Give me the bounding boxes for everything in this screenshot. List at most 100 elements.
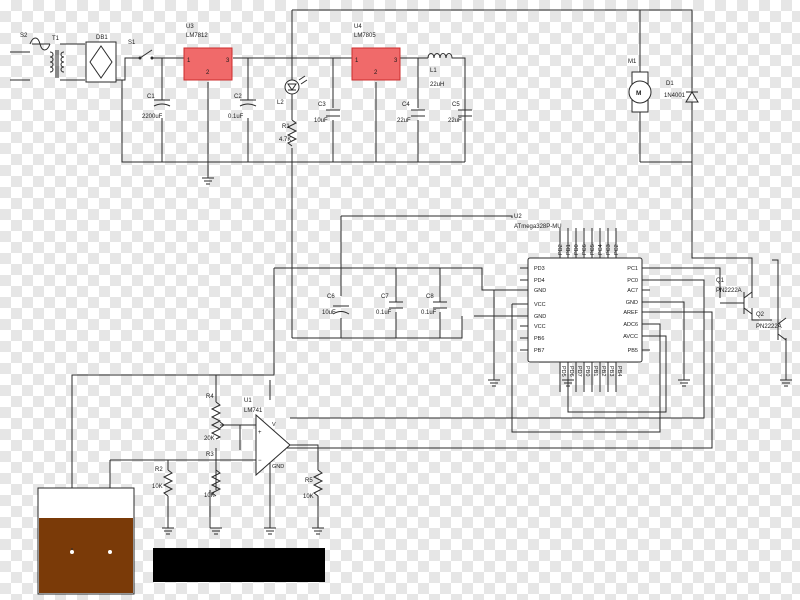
- black-bar: [153, 548, 325, 582]
- svg-text:PC0: PC0: [627, 278, 638, 284]
- svg-text:M1: M1: [628, 59, 637, 65]
- svg-text:C6: C6: [327, 294, 335, 300]
- svg-text:−: −: [258, 458, 262, 464]
- svg-text:10K: 10K: [152, 484, 163, 490]
- svg-text:3: 3: [394, 58, 398, 64]
- svg-text:C4: C4: [402, 102, 410, 108]
- bridge-rectifier-db1: DB1: [85, 35, 117, 83]
- svg-text:10K: 10K: [303, 494, 314, 500]
- svg-text:R4: R4: [206, 394, 214, 400]
- svg-text:U3: U3: [186, 24, 194, 30]
- resistor-r3: R3 10K: [204, 452, 222, 499]
- svg-text:U4: U4: [354, 24, 362, 30]
- capacitor-c6: C6 10uF: [322, 294, 350, 316]
- motor-m1: M M1: [628, 59, 652, 113]
- svg-text:PD3: PD3: [534, 266, 545, 272]
- svg-text:PB4: PB4: [616, 366, 622, 376]
- svg-text:0.1uF: 0.1uF: [228, 114, 244, 120]
- svg-text:22uF: 22uF: [448, 118, 462, 124]
- svg-text:AREF: AREF: [623, 310, 638, 316]
- liquid-tank: [37, 487, 135, 595]
- svg-text:PD1: PD1: [566, 244, 572, 255]
- svg-text:VCC: VCC: [534, 302, 546, 308]
- svg-text:10K: 10K: [204, 493, 215, 499]
- transistor-q1: Q1 PN2222A: [716, 278, 753, 315]
- svg-text:R2: R2: [155, 467, 163, 473]
- u2-top-pin-labels: PD2 PD1 PD0 PC6 PC5 PC4 PC3 PC2: [558, 244, 620, 255]
- led-l2: L2: [277, 75, 308, 106]
- svg-text:PB7: PB7: [534, 348, 544, 354]
- u2-pin-stubs: [520, 228, 650, 392]
- svg-text:L1: L1: [430, 68, 437, 74]
- probe-left: [70, 550, 74, 554]
- svg-text:S1: S1: [128, 40, 136, 46]
- svg-text:2200uF: 2200uF: [142, 114, 163, 120]
- svg-text:C1: C1: [147, 94, 155, 100]
- capacitor-c1: C1 2200uF: [142, 94, 171, 120]
- regulator-u3: U3 LM7812 1 2 3: [183, 24, 233, 81]
- svg-text:PB0: PB0: [584, 366, 590, 376]
- svg-text:D1: D1: [666, 81, 674, 87]
- svg-text:1: 1: [355, 58, 359, 64]
- svg-text:10uF: 10uF: [314, 118, 328, 124]
- svg-text:PC2: PC2: [614, 244, 620, 255]
- capacitor-c8: C8 0.1uF: [421, 294, 447, 316]
- svg-text:PC5: PC5: [590, 244, 596, 255]
- svg-text:Q1: Q1: [716, 278, 725, 284]
- switch-s1[interactable]: S1: [128, 40, 154, 60]
- ground-symbols: [162, 177, 792, 535]
- transformer-t1: T1: [49, 36, 65, 78]
- svg-text:PD2: PD2: [558, 244, 564, 255]
- svg-text:PB3: PB3: [608, 366, 614, 376]
- svg-text:AC7: AC7: [627, 288, 638, 294]
- u2-left-pin-labels: PD3 PD4 GND VCC GND VCC PB6 PB7: [534, 266, 546, 354]
- wires: [10, 9, 787, 548]
- probe-right: [108, 550, 112, 554]
- capacitor-c5: C5 22uF: [448, 102, 472, 124]
- svg-text:PN2222A: PN2222A: [756, 324, 782, 330]
- svg-text:PC4: PC4: [598, 244, 604, 255]
- svg-text:0.1uF: 0.1uF: [421, 310, 437, 316]
- resistor-r5: R5 10K: [303, 469, 324, 500]
- svg-text:1N4001: 1N4001: [664, 93, 686, 99]
- capacitor-c3: C3 10uF: [314, 102, 340, 124]
- svg-text:PD0: PD0: [574, 244, 580, 255]
- svg-text:PB5: PB5: [628, 348, 638, 354]
- svg-text:LM741: LM741: [244, 408, 263, 414]
- svg-text:4.7K: 4.7K: [279, 137, 291, 143]
- svg-text:PB1: PB1: [592, 366, 598, 376]
- svg-text:T1: T1: [52, 36, 60, 42]
- svg-text:M: M: [636, 90, 641, 97]
- inductor-l1: L1 22uH: [427, 53, 455, 88]
- opamp-u1: U1 LM741 + − V GND: [244, 398, 291, 477]
- svg-text:V: V: [272, 422, 276, 428]
- capacitor-c2: C2 0.1uF: [228, 94, 257, 120]
- svg-text:22uH: 22uH: [430, 82, 444, 88]
- svg-text:C2: C2: [234, 94, 242, 100]
- svg-text:GND: GND: [534, 288, 546, 294]
- microcontroller-u2: U2 ATmega328P-MU PD2 PD1 PD0 PC6 PC5 PC4…: [514, 214, 650, 392]
- svg-text:3: 3: [226, 58, 230, 64]
- diode-d1: D1 1N4001: [664, 81, 699, 103]
- svg-text:PD6: PD6: [568, 366, 574, 377]
- svg-text:C8: C8: [426, 294, 434, 300]
- svg-text:R5: R5: [305, 478, 313, 484]
- svg-text:1: 1: [187, 58, 191, 64]
- svg-text:L2: L2: [277, 100, 284, 106]
- svg-text:AVCC: AVCC: [623, 334, 638, 340]
- fuse-s2: S2: [20, 33, 51, 51]
- capacitor-c7: C7 0.1uF: [376, 294, 403, 316]
- svg-text:PC3: PC3: [606, 244, 612, 255]
- regulator-u4: U4 LM7805 1 2 3: [351, 24, 401, 81]
- svg-text:C7: C7: [381, 294, 389, 300]
- svg-text:LM7812: LM7812: [186, 33, 208, 39]
- svg-text:U2: U2: [514, 214, 522, 220]
- svg-text:GND: GND: [534, 314, 546, 320]
- svg-text:GND: GND: [626, 300, 638, 306]
- svg-text:R3: R3: [206, 452, 214, 458]
- svg-text:PB6: PB6: [534, 336, 544, 342]
- svg-text:ATmega328P-MU: ATmega328P-MU: [514, 224, 562, 230]
- svg-text:22uF: 22uF: [397, 118, 411, 124]
- svg-text:PD4: PD4: [534, 278, 545, 284]
